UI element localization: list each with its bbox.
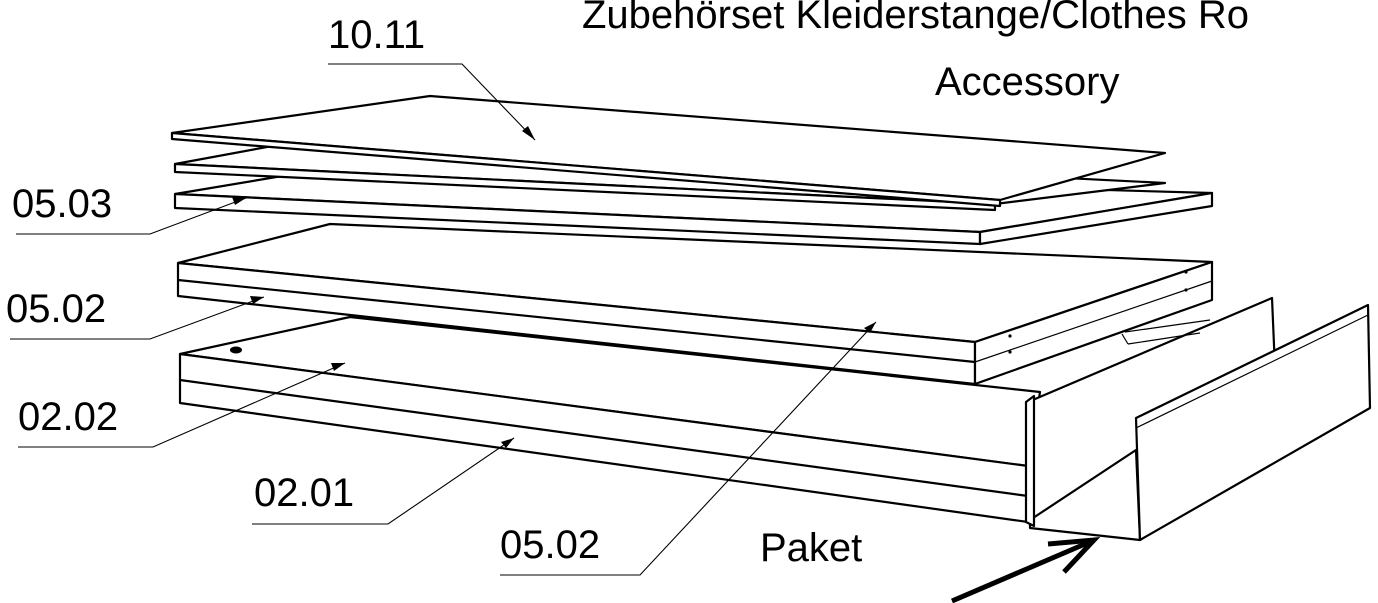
package-box <box>1024 296 1372 542</box>
middle-shelf-pin-3 <box>1008 334 1012 338</box>
middle-shelf <box>176 222 1214 386</box>
arrowhead-upper-shelf <box>232 197 246 205</box>
leader-side-upper <box>18 362 346 448</box>
arrowhead-middle-shelf <box>250 296 264 304</box>
middle-shelf-pin-1 <box>1184 270 1188 274</box>
top-panel-edge <box>170 131 1002 208</box>
arrowhead-side-upper <box>331 363 345 371</box>
bottom-slab-mid-line <box>179 378 1029 498</box>
package-arrow <box>951 536 1101 603</box>
upper-shelf-end-face <box>978 191 1214 246</box>
leader-lines <box>10 63 877 576</box>
package-end-wall <box>1024 394 1036 528</box>
middle-shelf-end-face <box>973 260 1214 386</box>
arrowhead-side-lower <box>501 438 514 448</box>
leader-upper-shelf <box>16 197 247 235</box>
diagram-subtitle: Accessory <box>935 60 1120 104</box>
package-slat-2 <box>1127 332 1201 345</box>
arrowhead-shelf-bottom <box>864 322 876 333</box>
package-front-wall-inner <box>1135 314 1369 429</box>
middle-shelf-pin-2 <box>1184 288 1188 292</box>
package-arrow-shaft <box>951 538 1093 603</box>
package-slat-3 <box>1121 333 1129 345</box>
leader-shelf-bottom <box>500 321 877 576</box>
middle-shelf-mid-line <box>177 278 976 364</box>
diagram-title: Zubehörset Kleiderstange/Clothes Ro <box>582 0 1249 37</box>
bottom-slab-hole <box>230 346 242 354</box>
arrowhead-top-panel <box>522 126 535 140</box>
leader-top-panel <box>328 63 536 141</box>
label-middle-shelf: 05.02 <box>6 287 106 331</box>
middle-shelf-end-mid-line <box>974 280 1213 363</box>
label-side-upper: 02.02 <box>18 395 118 439</box>
thin-panel-edge <box>173 162 997 212</box>
leader-middle-shelf <box>10 296 265 340</box>
bottom-slab <box>178 315 1042 524</box>
label-top-panel: 10.11 <box>328 13 425 57</box>
package-slat-1 <box>1124 319 1211 333</box>
label-package: Paket <box>760 526 862 570</box>
top-panel <box>170 94 1167 208</box>
middle-shelf-pin-4 <box>1008 350 1012 354</box>
leader-side-lower <box>252 437 515 525</box>
package-arrow-head <box>1047 536 1101 574</box>
package-front-wall <box>1134 303 1372 542</box>
label-upper-shelf: 05.03 <box>12 182 112 226</box>
label-shelf-bottom: 05.02 <box>500 523 600 567</box>
label-side-lower: 02.01 <box>254 471 354 515</box>
